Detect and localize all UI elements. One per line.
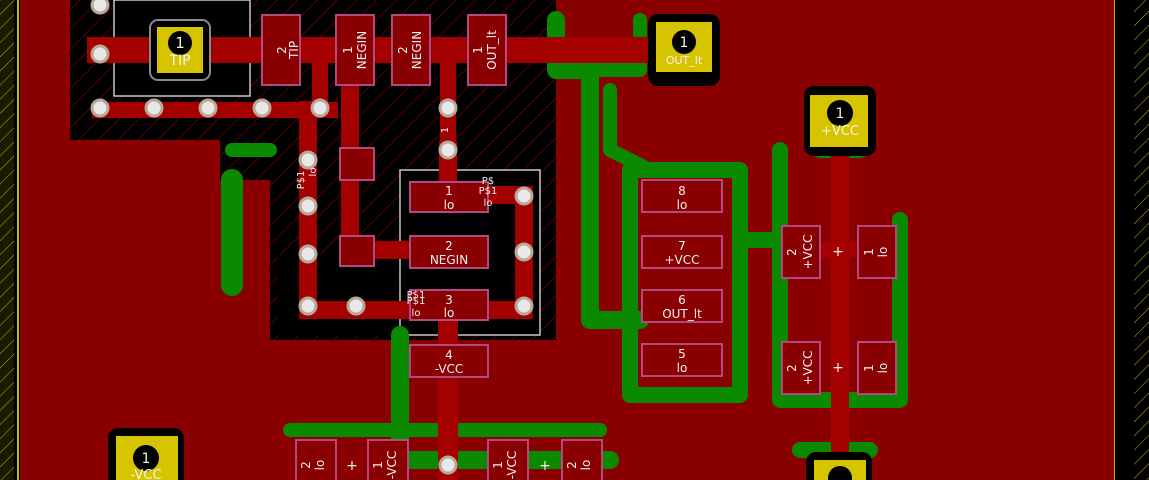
chip-r7-pin: 7 <box>678 239 686 253</box>
smd-top-2-net: NEGIN <box>355 31 369 69</box>
cap-rt-net-a: +VCC <box>801 234 815 269</box>
chip-r5-net: lo <box>677 361 688 375</box>
chip-r7-net: +VCC <box>664 253 699 267</box>
chip-l3-ref: P$1 <box>407 296 426 307</box>
label-lo-vertical: lo <box>308 168 319 177</box>
board-edge-right-hatch <box>1134 0 1149 480</box>
chip-l1-net: lo <box>444 198 455 212</box>
pad-vcc-top-pin: 1 <box>836 106 845 122</box>
cap-rb-net-a: +VCC <box>801 350 815 385</box>
cap-right-top[interactable]: 2 +VCC + 1 lo <box>781 225 897 279</box>
cap-rt-net-b: lo <box>876 247 890 258</box>
smd-top-4-pin: 1 <box>471 46 485 54</box>
vias[interactable] <box>90 0 534 475</box>
smd-top-4-net: OUT_lt <box>485 30 499 70</box>
cap-br-pin-b: 2 <box>565 461 579 469</box>
chip-l3-net: lo <box>444 306 455 320</box>
pad-out-net: OUT_lt <box>666 54 703 67</box>
smd-top-3-net: NEGIN <box>410 31 424 69</box>
pad-tip-pin: 1 <box>175 34 185 52</box>
smd-top-2-pin: 1 <box>341 46 355 54</box>
chip-l4-pin: 4 <box>445 348 453 362</box>
pad-vcc-bl-net: -VCC <box>131 468 162 480</box>
cap-bottom-left[interactable]: 2 lo + 1 -VCC <box>295 439 409 480</box>
pad-vcc-bl-pin: 1 <box>142 451 151 467</box>
chip-r6-net: OUT_lt <box>662 307 702 321</box>
cap-br-net-a: -VCC <box>505 451 519 480</box>
misc-labels: P$1 lo P$1 P$ 1 <box>296 127 494 301</box>
pad-out-pin: 1 <box>680 35 689 51</box>
chip-l1-ref: P$1 <box>479 186 498 197</box>
small-smd[interactable] <box>339 147 375 267</box>
cap-rt-pin-b: 1 <box>862 248 876 256</box>
smd-top-3-pin: 2 <box>396 46 410 54</box>
cap-bl-plus: + <box>346 458 358 474</box>
chip-l1-pin: 1 <box>445 184 453 198</box>
chip-l4-net: -VCC <box>435 362 464 376</box>
label-ps1-vertical: P$1 <box>296 171 307 190</box>
pad-tip-net: TIP <box>168 53 190 69</box>
board-edge-left-hatch <box>0 0 14 480</box>
chip-l3-ref-lo: lo <box>412 308 421 319</box>
cap-rb-pin-a: 2 <box>785 364 799 372</box>
cap-br-pin-a: 1 <box>491 461 505 469</box>
pad-tip[interactable]: 1 TIP <box>149 19 211 81</box>
cap-bl-net-a: lo <box>313 460 327 471</box>
chip-l2-pin: 2 <box>445 239 453 253</box>
pad-vcc-top[interactable]: 1 +VCC <box>804 86 876 156</box>
cap-rt-plus: + <box>832 244 844 260</box>
cap-rt-pin-a: 2 <box>785 248 799 256</box>
label-ps1-mid: P$1 <box>407 290 426 301</box>
cap-rb-plus: + <box>832 360 844 376</box>
smd-top-1-pin: 2 <box>275 46 289 54</box>
chip-r5-pin: 5 <box>678 347 686 361</box>
chip-r6-pin: 6 <box>678 293 686 307</box>
cap-bl-net-b: -VCC <box>385 451 399 480</box>
label-ps1-small: P$ <box>482 176 494 187</box>
top-smd-row[interactable]: 2 TIP 1 NEGIN 2 NEGIN 1 OUT_lt <box>261 14 507 86</box>
cap-br-net-b: lo <box>579 460 593 471</box>
chip-l2-net: NEGIN <box>430 253 468 267</box>
cap-bl-pin-b: 1 <box>371 461 385 469</box>
chip-right-pads[interactable]: 8 lo 7 +VCC 6 OUT_lt 5 lo <box>641 179 723 377</box>
cap-rb-pin-b: 1 <box>862 364 876 372</box>
label-small-1: 1 <box>440 127 451 133</box>
smd-top-1-net: TIP <box>287 41 301 60</box>
chip-r8-net: lo <box>677 198 688 212</box>
pad-out-lt[interactable]: 1 OUT_lt <box>648 14 720 86</box>
chip-r8-pin: 8 <box>678 184 686 198</box>
chip-l1-ref-lo: lo <box>484 198 493 209</box>
chip-left-pads[interactable]: 1 lo P$1 lo 2 NEGIN 3 lo P$1 lo 4 -VCC <box>407 181 498 378</box>
cap-rb-net-b: lo <box>876 363 890 374</box>
pad-vcc-bottom-left[interactable]: 1 -VCC <box>108 428 184 480</box>
cap-br-plus: + <box>539 458 551 474</box>
cap-right-bottom[interactable]: 2 +VCC + 1 lo <box>781 341 897 395</box>
cap-bl-pin-a: 2 <box>299 461 313 469</box>
pad-bottom-right-partial[interactable] <box>806 452 872 480</box>
chip-l3-pin: 3 <box>445 293 453 307</box>
cap-bottom-right[interactable]: 1 -VCC + 2 lo <box>487 439 603 480</box>
pad-vcc-top-net: +VCC <box>821 124 859 139</box>
